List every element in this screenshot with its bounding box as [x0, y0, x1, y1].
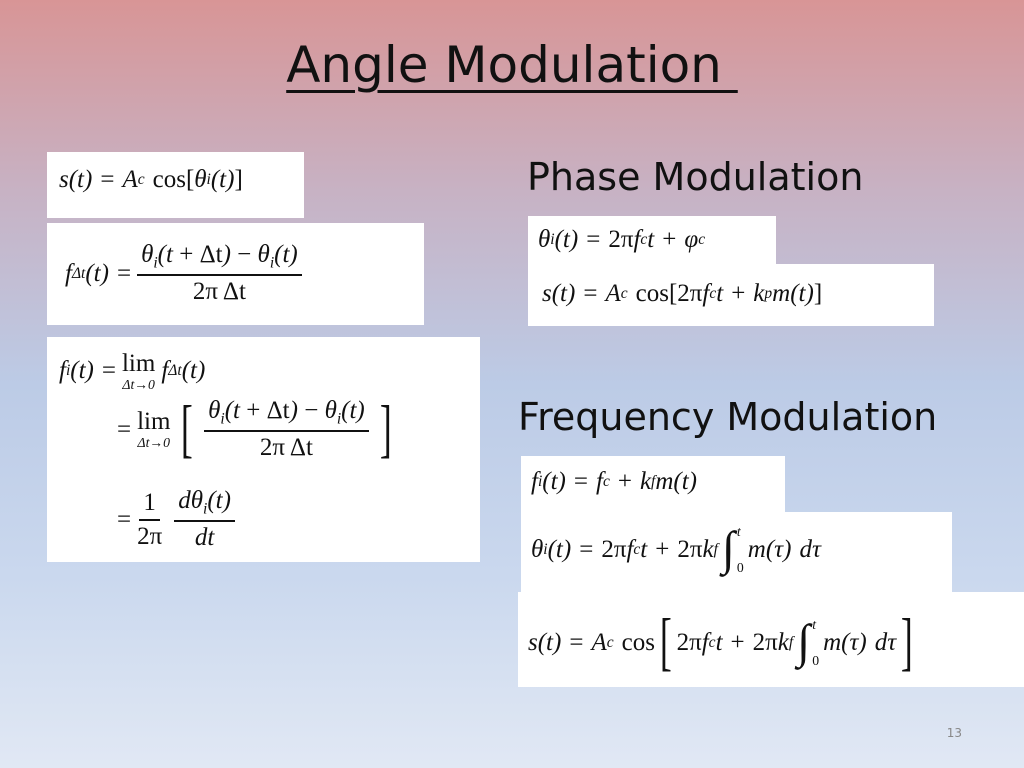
- symbol: =: [100, 166, 115, 193]
- symbol: θ: [194, 166, 207, 193]
- fraction: θi(t + Δt) − θi(t) 2π Δt: [137, 241, 302, 306]
- symbol: A: [122, 166, 138, 193]
- heading-phase-modulation: Phase Modulation: [527, 155, 864, 199]
- symbol: c: [137, 171, 145, 188]
- slide-page-number: 13: [946, 726, 962, 740]
- slide-title: Angle Modulation: [286, 36, 738, 94]
- fraction: θi(t + Δt) − θi(t) 2π Δt: [204, 397, 369, 462]
- symbol: f: [65, 259, 72, 287]
- fraction: dθi(t) dt: [174, 487, 235, 552]
- symbol: s(t): [59, 166, 93, 193]
- heading-frequency-modulation: Frequency Modulation: [518, 395, 938, 439]
- symbol: cos: [152, 166, 186, 193]
- symbol: =: [116, 259, 132, 287]
- symbol: (t): [85, 259, 109, 287]
- symbol: i: [206, 171, 211, 188]
- symbol: (t): [210, 166, 235, 193]
- symbol: Δt: [71, 264, 86, 282]
- fraction: 1 2π: [137, 488, 163, 550]
